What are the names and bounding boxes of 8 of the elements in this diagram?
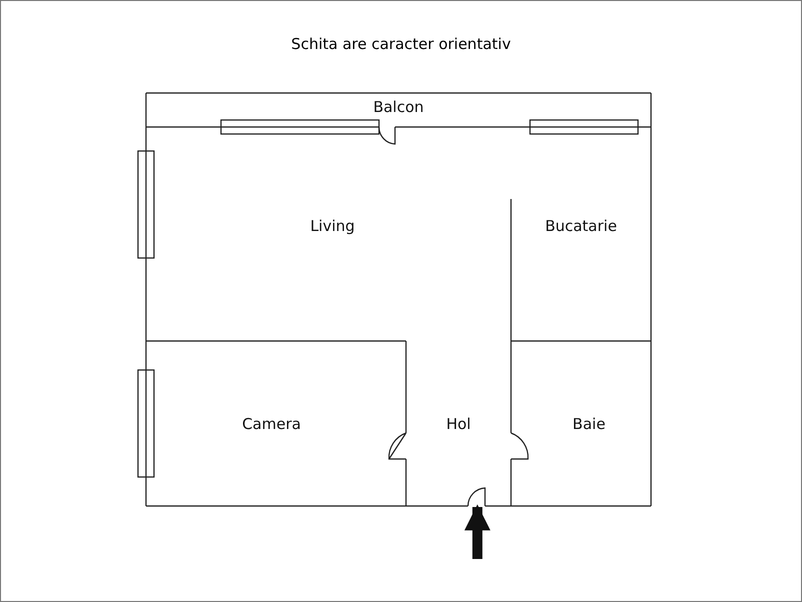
room-label: Balcon bbox=[373, 98, 424, 116]
entrance-arrow bbox=[464, 504, 490, 559]
room-label: Bucatarie bbox=[545, 217, 617, 235]
plan-title: Schita are caracter orientativ bbox=[290, 35, 512, 53]
room-label: Baie bbox=[572, 415, 606, 433]
room-label: Camera bbox=[242, 415, 301, 433]
room-label: Hol bbox=[446, 414, 471, 432]
room-label: Living bbox=[310, 217, 355, 235]
